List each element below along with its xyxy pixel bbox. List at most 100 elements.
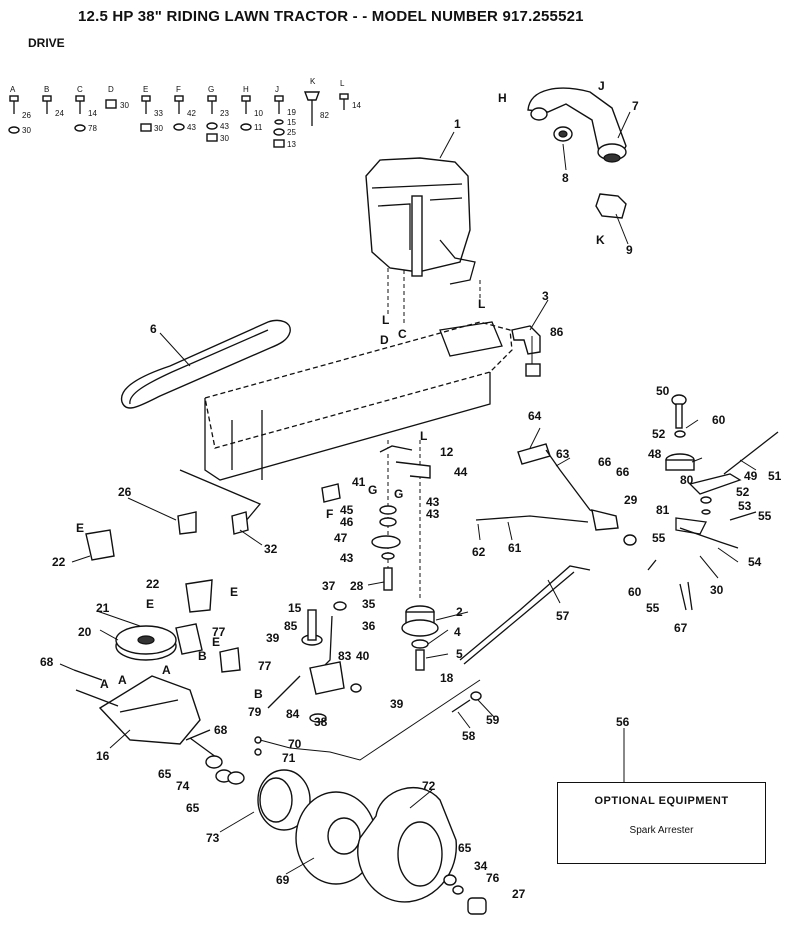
svg-text:E: E [212,635,220,649]
svg-text:F: F [326,507,333,521]
callout-77b: 77 [258,659,272,673]
callout-50: 50 [656,384,670,398]
svg-text:15: 15 [287,118,296,127]
callout-60b: 60 [628,585,642,599]
svg-text:H: H [498,91,507,105]
callout-43b: 43 [426,507,440,521]
svg-text:G: G [208,85,214,94]
svg-text:H: H [243,85,249,94]
callout-64: 64 [528,409,542,423]
svg-text:26: 26 [22,111,31,120]
callout-8: 8 [562,171,569,185]
svg-text:J: J [598,79,605,93]
svg-text:30: 30 [120,101,129,110]
svg-text:D: D [108,85,114,94]
callout-76: 76 [486,871,500,885]
callout-36: 36 [362,619,376,633]
svg-text:C: C [398,327,407,341]
callout-65c: 65 [458,841,472,855]
svg-text:30: 30 [154,124,163,133]
callout-80: 80 [680,473,694,487]
optional-equipment-box: OPTIONAL EQUIPMENT Spark Arrester [557,782,766,864]
svg-text:78: 78 [88,124,97,133]
callout-83: 83 [338,649,352,663]
callout-85: 85 [284,619,298,633]
svg-text:K: K [596,233,605,247]
callout-56: 56 [616,715,630,729]
section-subtitle: DRIVE [28,36,65,50]
svg-text:L: L [340,79,345,88]
callout-58: 58 [462,729,476,743]
svg-text:G: G [368,483,377,497]
callout-77a: 77 [212,625,226,639]
idler-brackets [321,445,431,503]
hardware-key-f: F 42 43 [173,85,196,132]
callout-39a: 39 [266,631,280,645]
drive-belt [120,319,291,409]
callout-28: 28 [350,579,364,593]
callout-52a: 52 [652,427,666,441]
callout-66a: 66 [598,455,612,469]
center-pulley-stack [371,440,439,671]
callout-71: 71 [282,751,296,765]
callout-47: 47 [334,531,348,545]
callout-68a: 68 [40,655,54,669]
assembly-letters: H J K L C L D L G G F E E E E B B A A A [76,79,605,701]
callout-70: 70 [288,737,302,751]
elbow-fitting [511,325,541,377]
svg-text:E: E [146,597,154,611]
callout-35: 35 [362,597,376,611]
callout-74: 74 [176,779,190,793]
callout-32: 32 [264,542,278,556]
callout-55a: 55 [758,509,772,523]
svg-text:11: 11 [254,123,263,132]
svg-text:30: 30 [22,126,31,135]
callout-30: 30 [710,583,724,597]
svg-text:L: L [382,313,389,327]
callout-69: 69 [276,873,290,887]
svg-text:J: J [275,85,279,94]
callout-4: 4 [454,625,461,639]
callout-72: 72 [422,779,436,793]
callout-numbers: 1 7 8 9 3 86 6 50 60 52 48 49 51 80 52 5… [40,99,782,901]
callout-12: 12 [440,445,454,459]
callout-61: 61 [508,541,522,555]
callout-9: 9 [626,243,633,257]
callout-53: 53 [738,499,752,513]
callout-3: 3 [542,289,549,303]
hardware-key-h: H 10 11 [240,85,263,132]
svg-text:82: 82 [320,111,329,120]
callout-44: 44 [454,465,468,479]
control-linkage [459,443,637,665]
page-title: 12.5 HP 38" RIDING LAWN TRACTOR - - MODE… [78,8,584,25]
callout-48: 48 [648,447,662,461]
callout-65b: 65 [186,801,200,815]
optional-equipment-title: OPTIONAL EQUIPMENT [594,795,729,807]
callout-66b: 66 [616,465,630,479]
callout-54: 54 [748,555,762,569]
svg-text:E: E [143,85,148,94]
callout-27: 27 [512,887,526,901]
svg-text:14: 14 [352,101,361,110]
callout-34: 34 [474,859,488,873]
svg-text:43: 43 [220,122,229,131]
lever-assembly [665,394,779,549]
hardware-key-b: B 24 [42,85,64,118]
callout-22b: 22 [146,577,160,591]
svg-text:K: K [310,77,316,86]
hardware-key-a: A 26 30 [8,85,31,135]
callout-29: 29 [624,493,638,507]
callout-67: 67 [674,621,688,635]
svg-text:C: C [77,85,83,94]
hardware-key-e: E 33 30 [140,85,163,133]
callout-52b: 52 [736,485,750,499]
callout-18: 18 [440,671,454,685]
svg-text:G: G [394,487,403,501]
svg-text:E: E [76,521,84,535]
callout-68b: 68 [214,723,228,737]
callout-22a: 22 [52,555,66,569]
callout-26: 26 [118,485,132,499]
svg-text:A: A [10,85,16,94]
callout-55c: 55 [646,601,660,615]
hardware-key-l: L 14 [339,79,361,110]
